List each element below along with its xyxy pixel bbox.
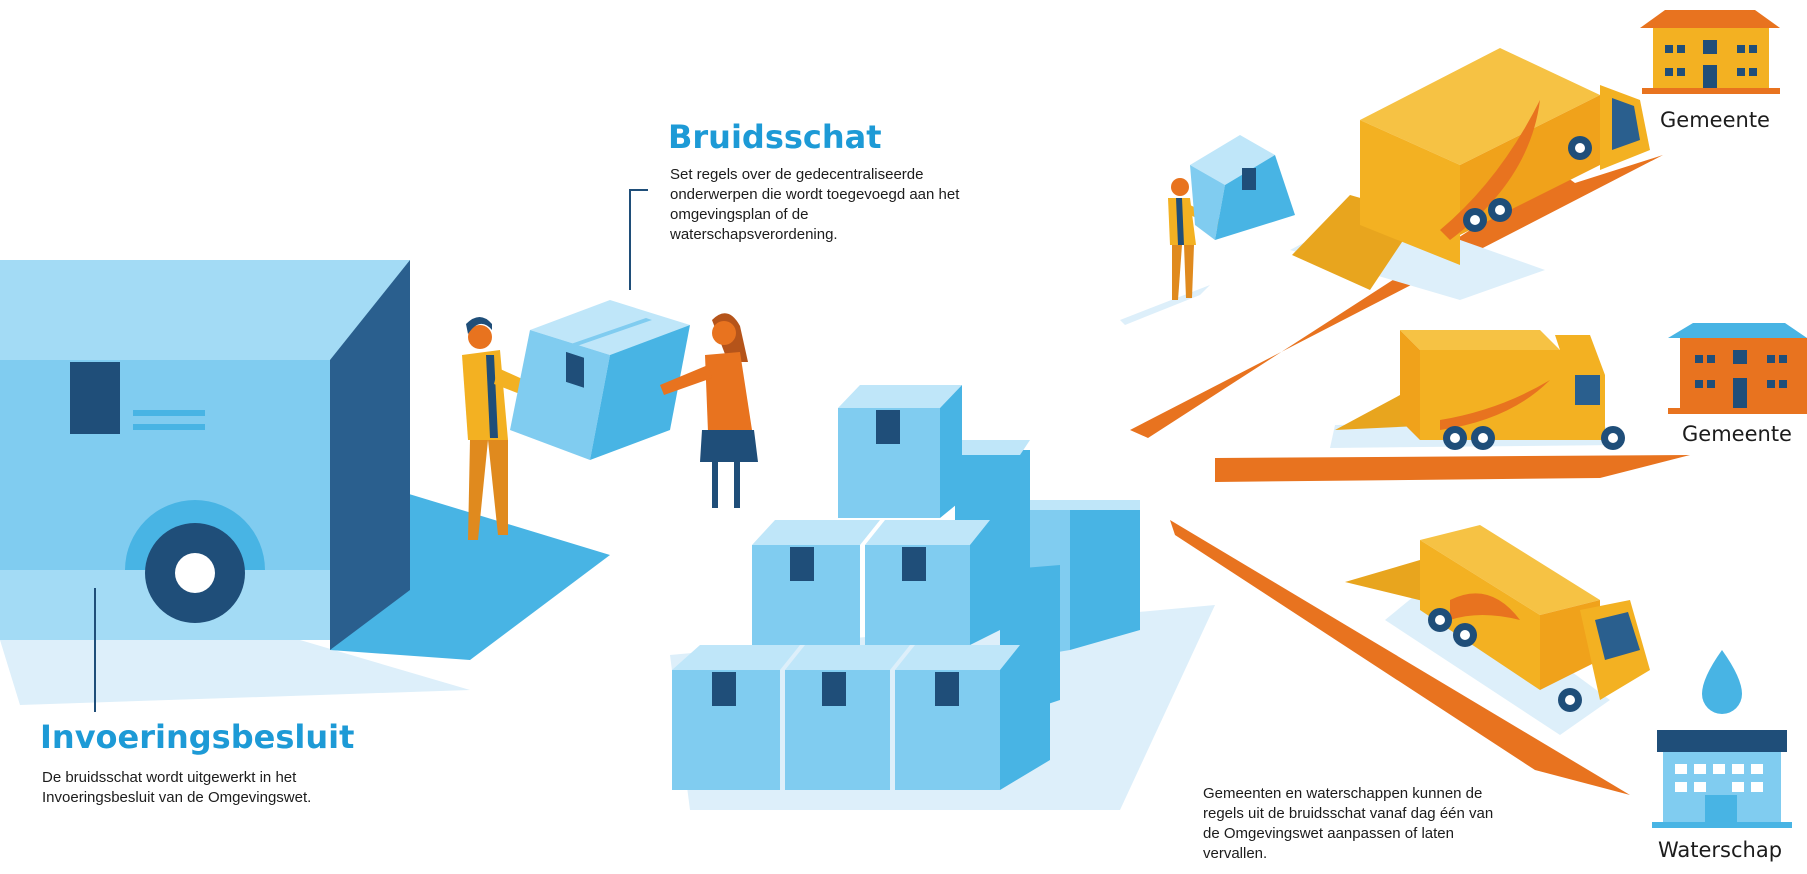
delivery-truck-bottom bbox=[1345, 525, 1650, 735]
invoeringsbesluit-description: De bruidsschat wordt uitgewerkt in het I… bbox=[42, 769, 312, 806]
recipient-label-waterschap: Waterschap bbox=[1657, 838, 1783, 862]
worker-figure bbox=[1120, 135, 1295, 325]
man-figure bbox=[462, 317, 560, 540]
package-pyramid bbox=[670, 385, 1215, 810]
invoeringsbesluit-title: Invoeringsbesluit bbox=[40, 718, 355, 756]
delivery-truck-middle bbox=[1330, 330, 1625, 450]
distribution-arrows bbox=[1130, 155, 1690, 795]
delivery-truck-top bbox=[1290, 48, 1650, 300]
package-box-handover bbox=[510, 300, 690, 460]
woman-figure bbox=[660, 313, 758, 508]
recipient-label-gemeente: Gemeente bbox=[1682, 422, 1792, 446]
town-hall-icon bbox=[1668, 323, 1807, 414]
footnote-text: Gemeenten en waterschappen kunnen de reg… bbox=[1203, 785, 1494, 862]
town-hall-icon bbox=[1640, 10, 1780, 94]
delivery-truck-large bbox=[0, 260, 610, 705]
bruidsschat-title: Bruidsschat bbox=[668, 118, 882, 156]
recipient-label-gemeente: Gemeente bbox=[1660, 108, 1770, 132]
callout-line-bruidsschat bbox=[629, 189, 648, 290]
water-board-icon bbox=[1652, 650, 1792, 828]
bruidsschat-description: Set regels over de gedecentraliseerde on… bbox=[670, 166, 960, 243]
